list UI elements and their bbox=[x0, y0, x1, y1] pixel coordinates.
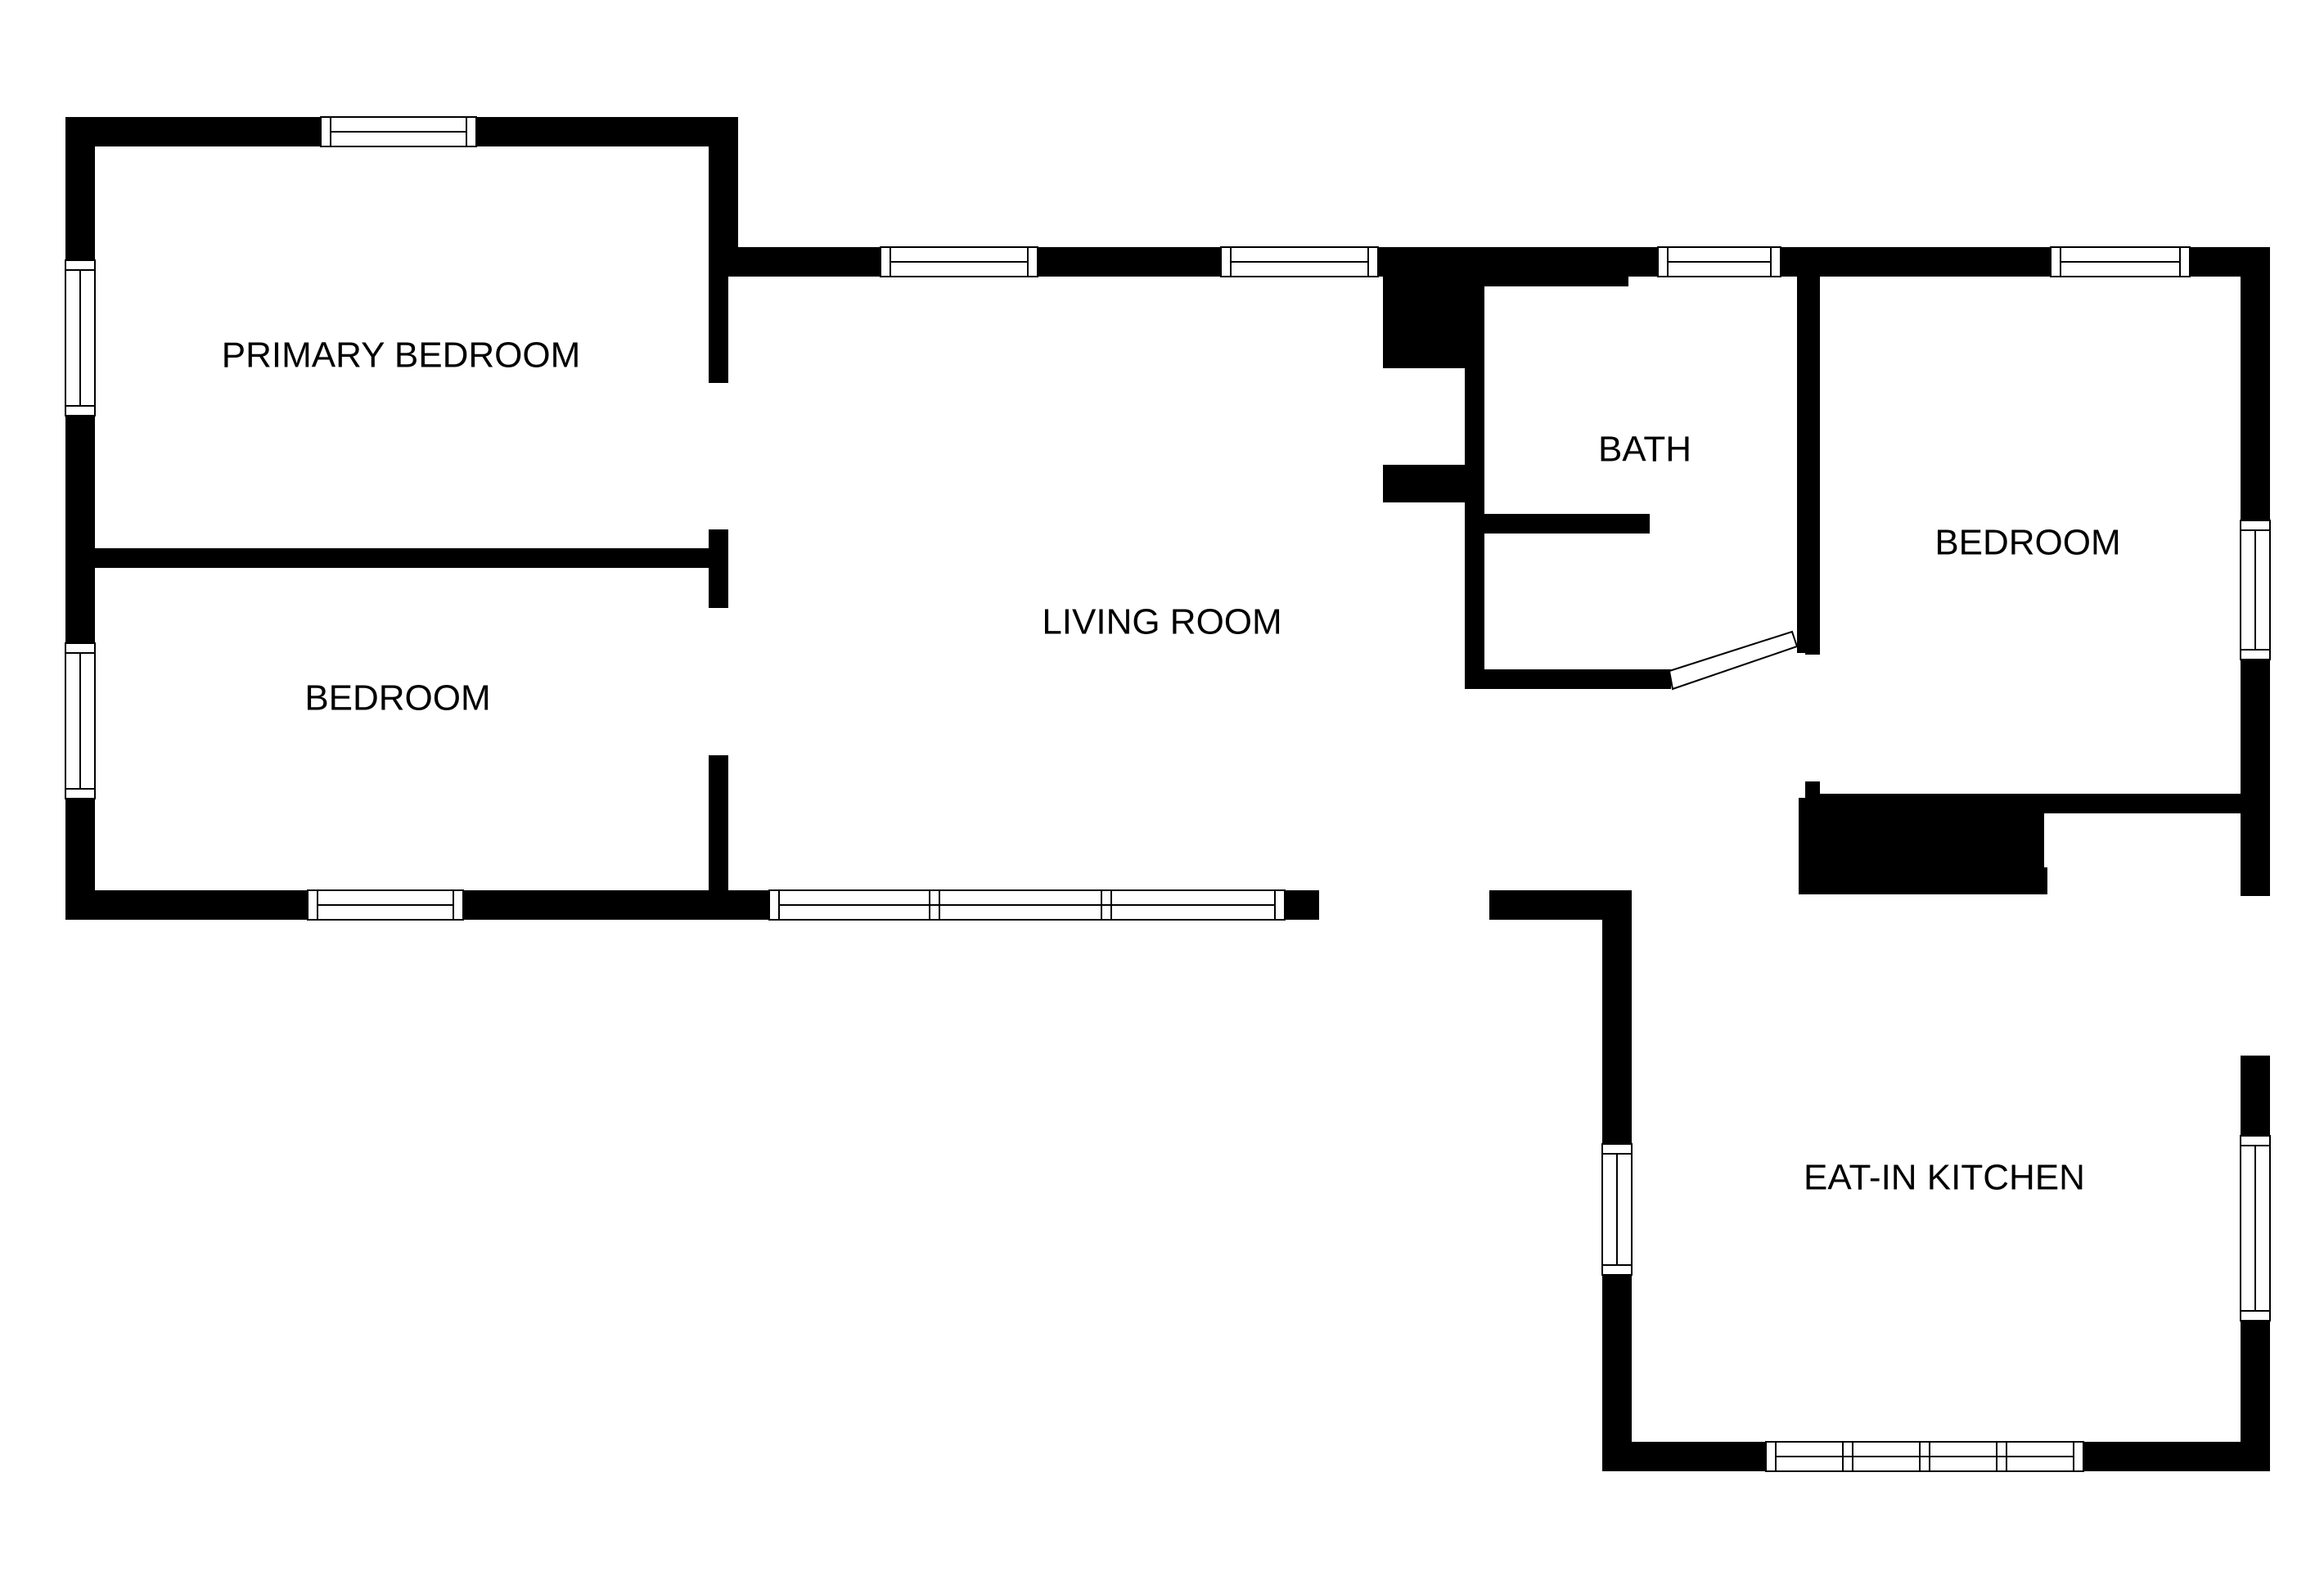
wall-living-west-a bbox=[709, 272, 728, 383]
doorway-primary-living bbox=[705, 385, 733, 529]
room-labels: PRIMARY BEDROOM BEDROOM LIVING ROOM BATH… bbox=[222, 335, 2121, 1198]
window bbox=[65, 642, 96, 799]
room-label-bedroom-east: BEDROOM bbox=[1934, 523, 2120, 563]
closet-block-lower bbox=[1383, 465, 1465, 502]
window bbox=[320, 116, 477, 147]
window bbox=[65, 259, 96, 417]
room-label-bath: BATH bbox=[1598, 430, 1691, 470]
window bbox=[1220, 246, 1379, 277]
wall-bedroom-east-west bbox=[1805, 262, 1820, 655]
window bbox=[2240, 1135, 2271, 1322]
walls bbox=[65, 117, 2270, 1471]
wall-living-west-b bbox=[709, 529, 728, 608]
wall-bath-divider bbox=[1473, 514, 1650, 534]
doorway-kitchen-east bbox=[2237, 896, 2273, 1056]
window bbox=[2240, 520, 2271, 660]
room-label-living-room: LIVING ROOM bbox=[1042, 602, 1281, 642]
window bbox=[2050, 246, 2191, 277]
room-label-primary-bedroom: PRIMARY BEDROOM bbox=[222, 335, 580, 376]
openings bbox=[705, 385, 2273, 1056]
window bbox=[1765, 1441, 2084, 1472]
window bbox=[880, 246, 1038, 277]
wall-bedrooms-divider bbox=[80, 548, 728, 568]
window bbox=[1657, 246, 1781, 277]
window bbox=[768, 889, 1286, 921]
window bbox=[307, 889, 464, 921]
doorway-bedroom-living bbox=[705, 610, 733, 754]
wall-bath-north-inner bbox=[1465, 262, 1628, 286]
room-label-bedroom-west: BEDROOM bbox=[304, 678, 490, 718]
wall-bath-west bbox=[1465, 262, 1484, 689]
kitchen-counter-return bbox=[2038, 867, 2047, 894]
windows bbox=[65, 116, 2271, 1472]
doorway-bedroom-east bbox=[1800, 655, 1825, 781]
wall-bath-south bbox=[1465, 669, 1671, 689]
door-bath-angled bbox=[1668, 630, 1799, 691]
doorway-entry-south bbox=[1319, 887, 1489, 923]
kitchen-counter-block bbox=[1799, 798, 2044, 894]
wall-living-west-c bbox=[709, 755, 728, 916]
window bbox=[1601, 1143, 1633, 1276]
wall-primary-east-upper bbox=[709, 117, 738, 272]
room-label-eat-in-kitchen: EAT-IN KITCHEN bbox=[1804, 1158, 2085, 1198]
closet-block-upper bbox=[1383, 262, 1465, 368]
